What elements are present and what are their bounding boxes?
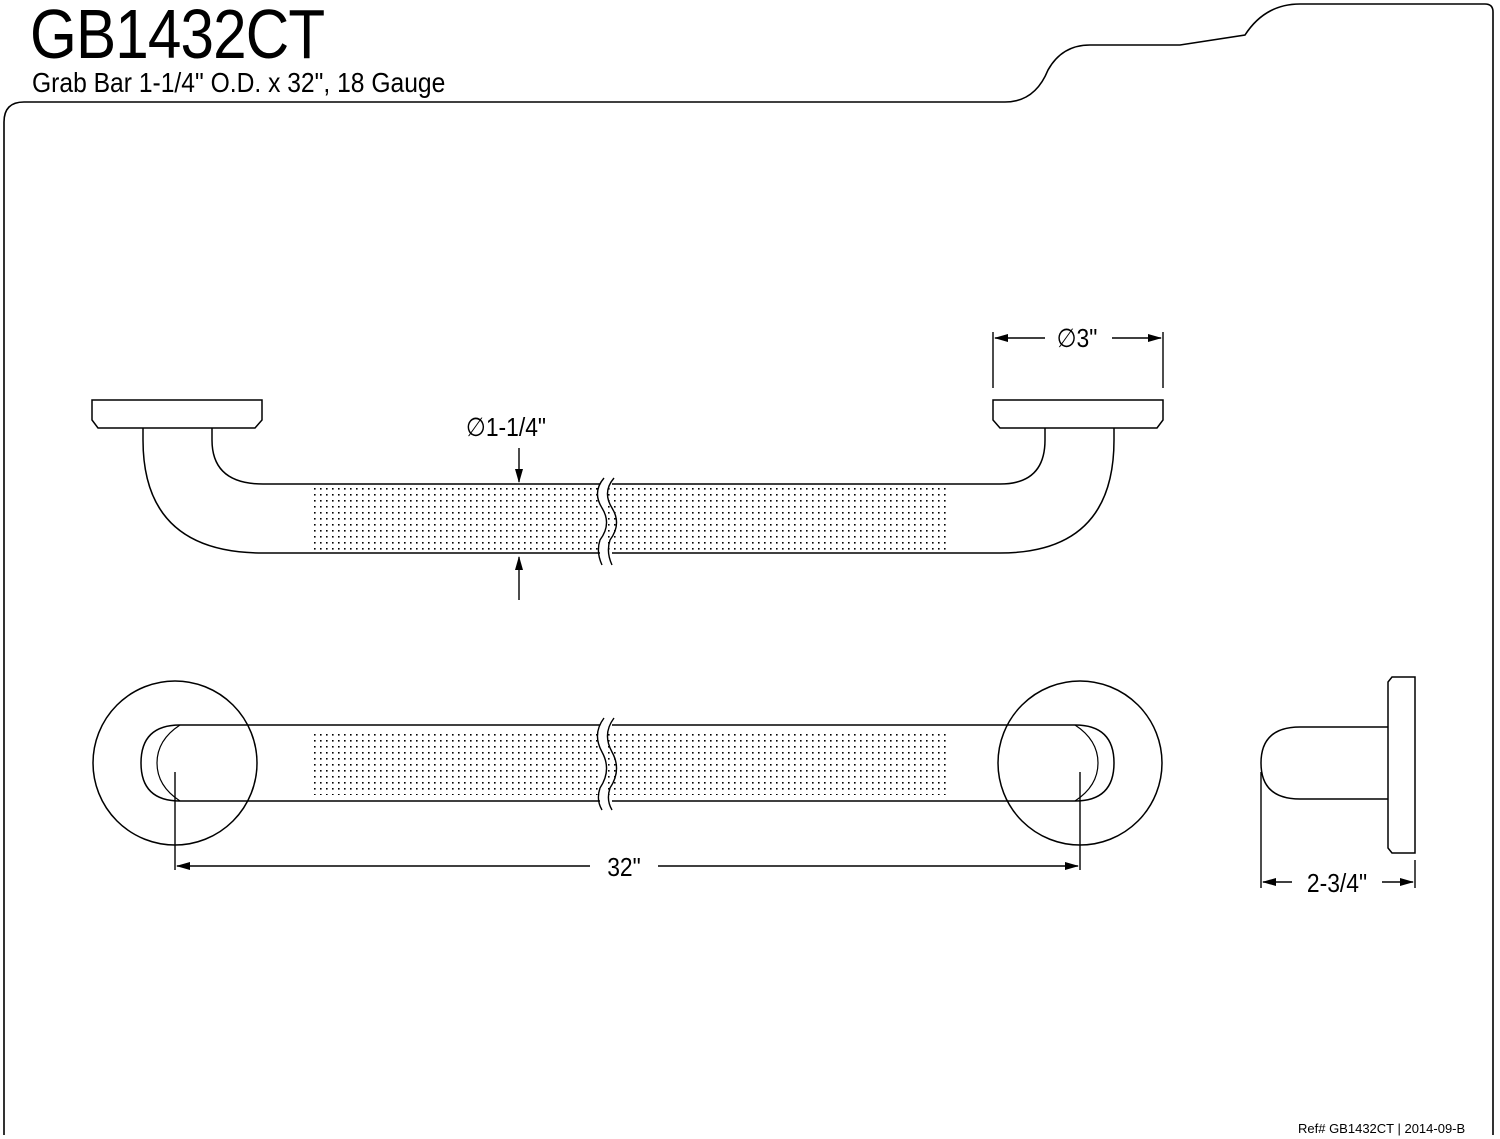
bar-front-right	[612, 724, 1115, 802]
knurl-grip-front-right	[608, 731, 948, 795]
length-label: 32"	[607, 854, 641, 883]
model-number: GB1432CT	[30, 0, 325, 73]
flange-diameter-label: ∅3"	[1057, 325, 1098, 354]
break-line-front	[596, 717, 608, 811]
reference-footer: Ref# GB1432CT | 2014-09-B	[1298, 1121, 1466, 1136]
projection-label: 2-3/4"	[1307, 870, 1367, 899]
bar-outer-right	[612, 428, 1115, 554]
front-elevation-view	[92, 680, 1163, 846]
bar-end-cap-left	[156, 724, 181, 802]
right-flange-side	[992, 399, 1164, 429]
bar-inner-left	[211, 428, 600, 485]
break-line-top-2	[606, 477, 618, 566]
knurl-grip-front-left	[312, 731, 602, 795]
flange-diameter-dimension	[992, 332, 1164, 388]
break-line-top	[596, 477, 608, 566]
left-flange-side	[91, 399, 263, 429]
product-description: Grab Bar 1-1/4" O.D. x 32", 18 Gauge	[32, 67, 446, 98]
bar-inner-right	[612, 428, 1046, 485]
bar-front-left	[140, 724, 600, 802]
side-elevation-view	[91, 399, 1164, 566]
sheet-border	[3, 3, 1494, 1135]
bar-diameter-label: ∅1-1/4"	[466, 414, 546, 443]
knurl-grip-top-left	[312, 488, 602, 550]
bar-outer-left	[142, 428, 600, 554]
knurl-grip-top-right	[608, 488, 948, 550]
break-line-front-2	[606, 717, 618, 811]
length-dimension	[174, 772, 1081, 870]
profile-flange	[1387, 676, 1416, 854]
end-profile-view	[1260, 676, 1416, 854]
projection-dimension	[1260, 772, 1416, 888]
profile-bar	[1260, 726, 1388, 800]
bar-end-cap-right	[1074, 724, 1099, 802]
